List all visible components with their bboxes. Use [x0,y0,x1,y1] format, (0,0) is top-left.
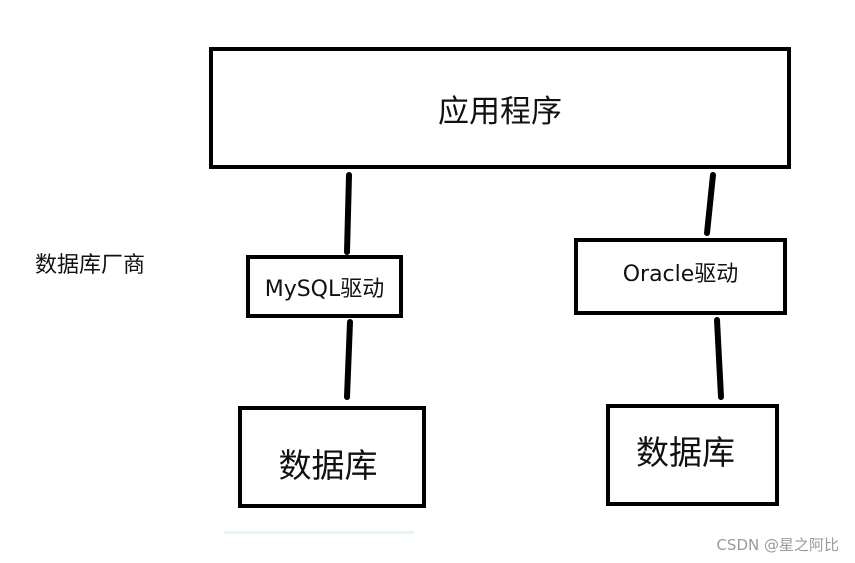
connector-app-to-mysql [344,172,352,255]
connector-mysql-to-db [344,319,353,400]
oracle-driver-box: Oracle驱动 [574,238,787,315]
connector-app-to-oracle [704,172,716,236]
database-vendor-label: 数据库厂商 [35,253,146,278]
oracle-database-label: 数据库 [636,433,735,472]
csdn-watermark: CSDN @星之阿比 [716,536,839,554]
mysql-driver-label: MySQL驱动 [264,276,385,302]
connector-oracle-to-db [714,317,724,400]
mysql-database-label: 数据库 [278,446,378,485]
oracle-driver-label: Oracle驱动 [622,261,739,287]
faint-baseline-mark [224,531,414,534]
mysql-database-box: 数据库 [238,406,426,508]
application-box: 应用程序 [209,47,791,169]
mysql-driver-box: MySQL驱动 [246,255,403,318]
oracle-database-box: 数据库 [606,404,779,506]
application-label: 应用程序 [438,93,562,130]
